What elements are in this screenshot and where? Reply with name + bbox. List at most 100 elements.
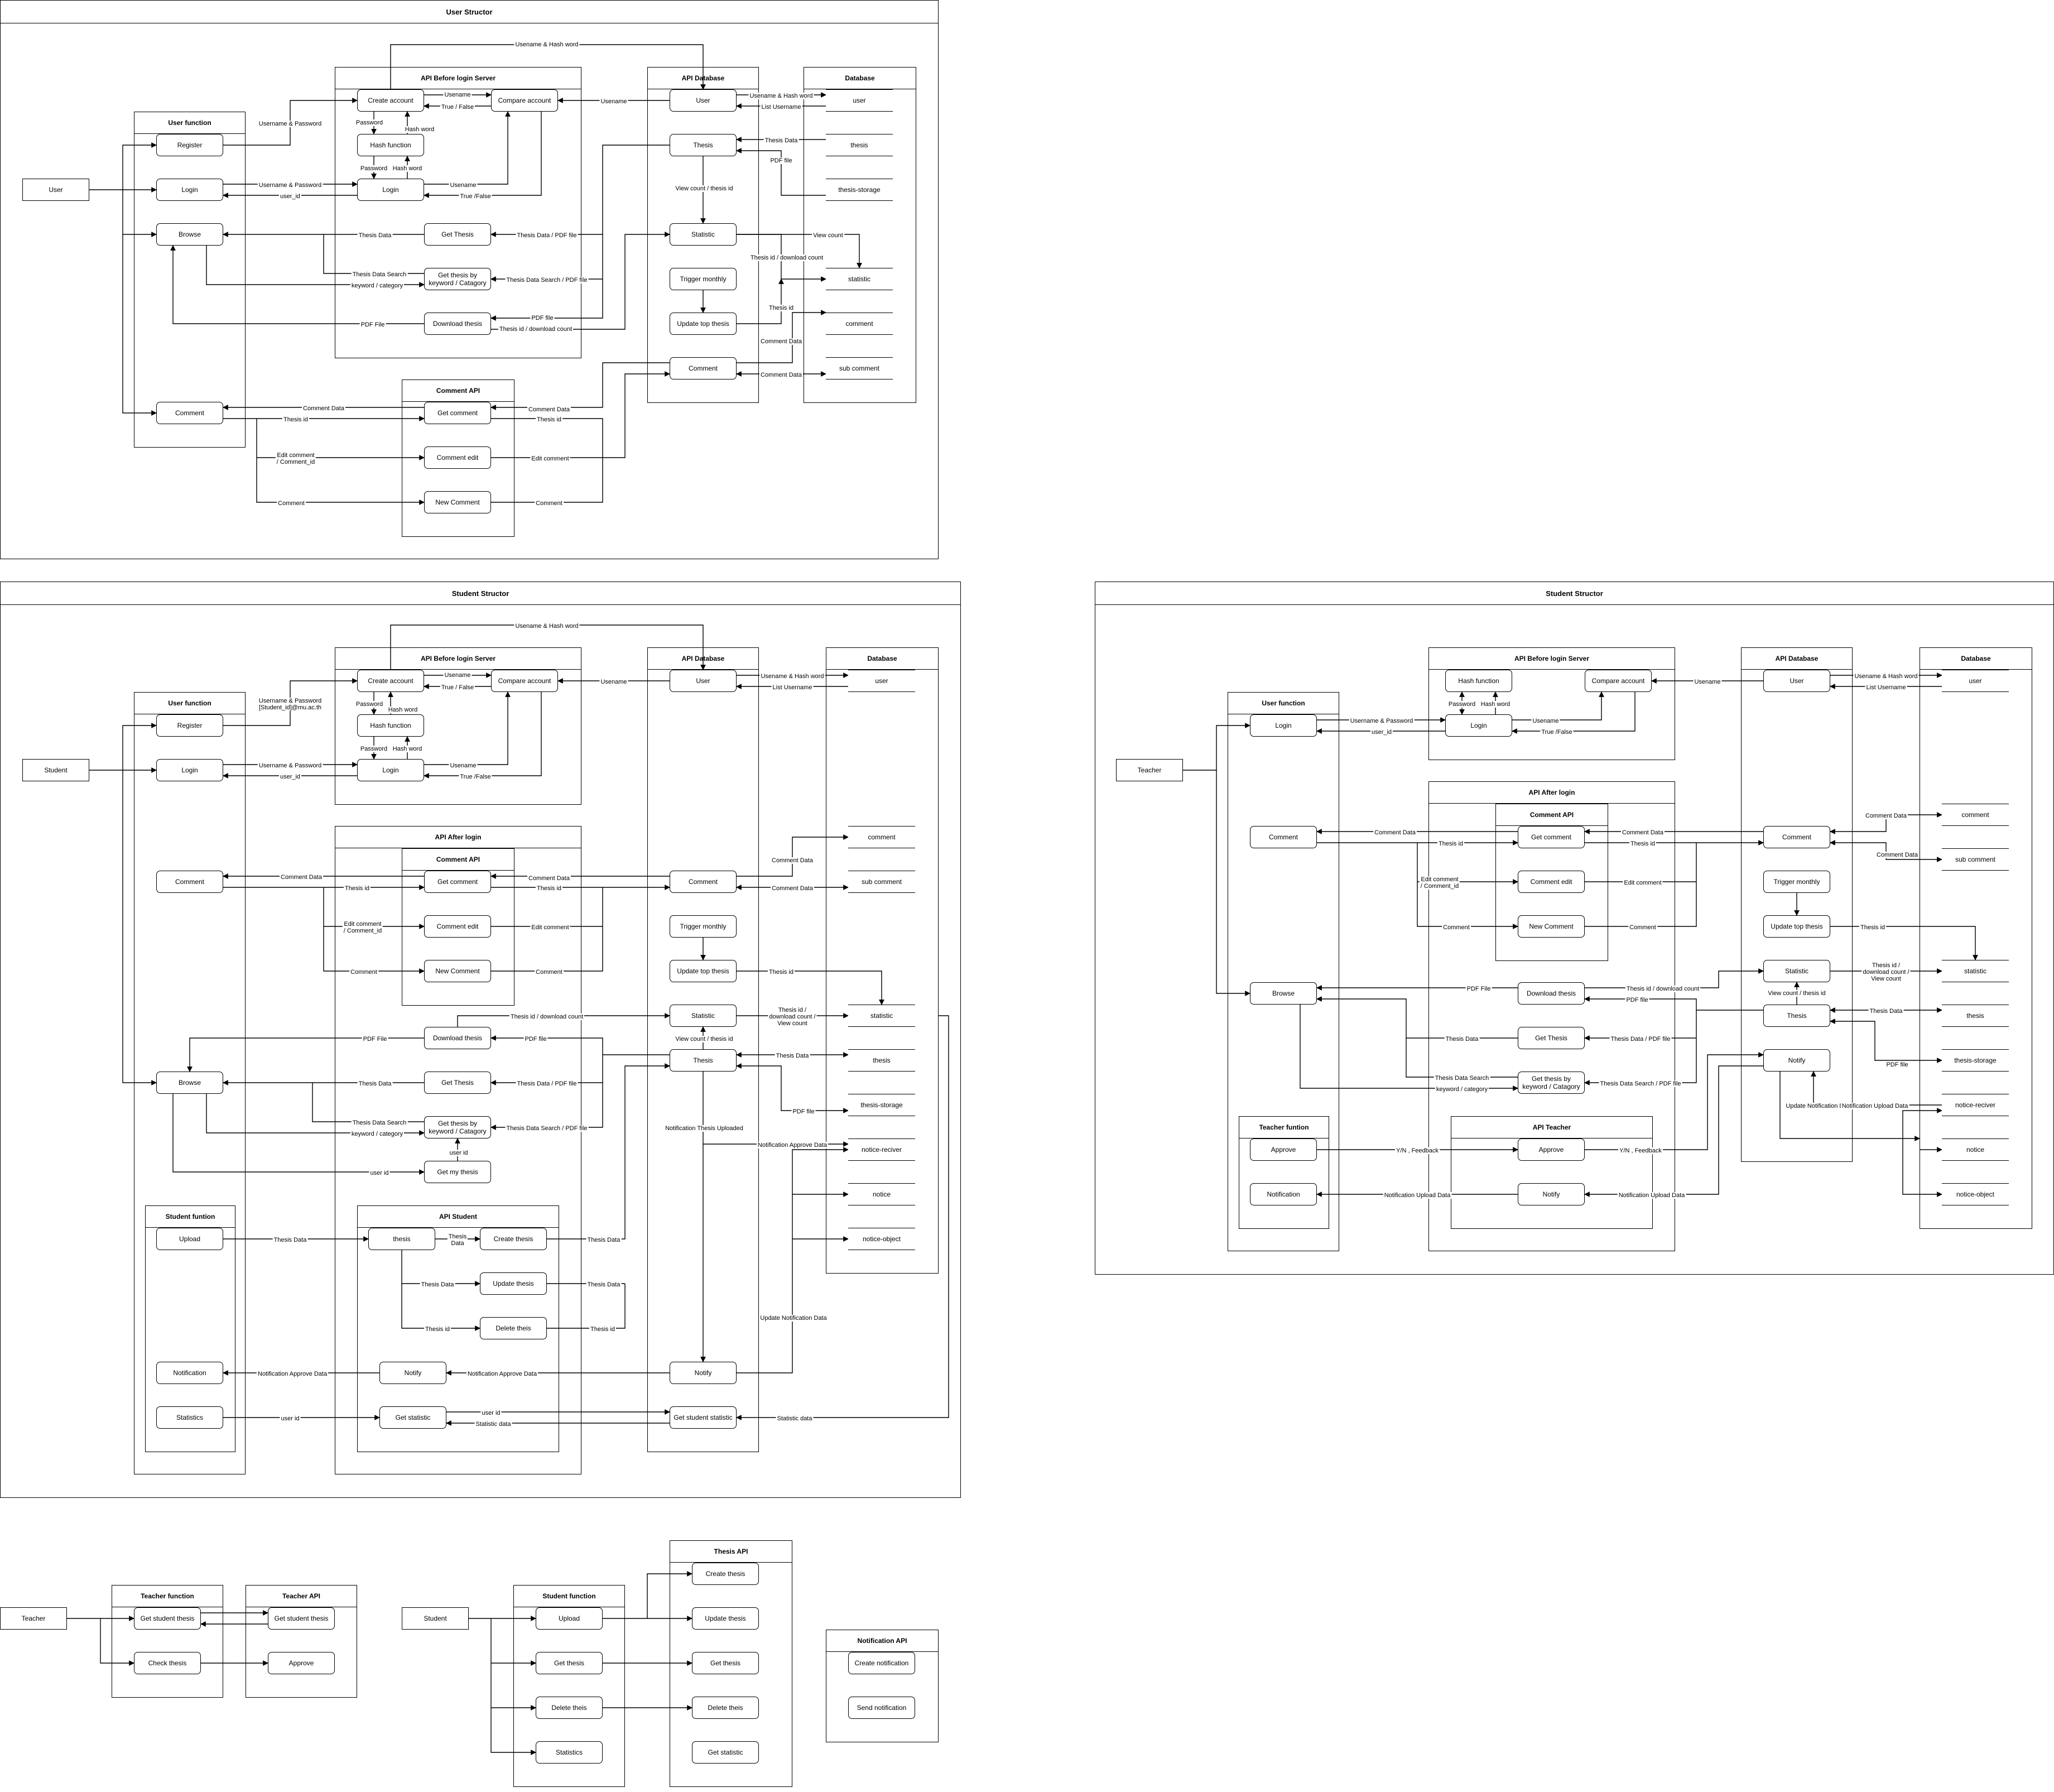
actor-user[interactable]: User	[22, 179, 89, 201]
comment-edit-button[interactable]: Comment edit	[424, 446, 491, 469]
actor-teacher[interactable]: Teacher	[1116, 759, 1183, 781]
t-get-thesis-by-keyword-button[interactable]: Get thesis by keyword / Catagory	[1518, 1072, 1585, 1094]
b-delete-theis-button[interactable]: Delete theis	[536, 1697, 603, 1719]
edge-label: Thesis Data Search / PDF file	[505, 277, 589, 284]
edge-label: user id	[369, 1170, 390, 1176]
s-notification-button[interactable]: Notification	[156, 1362, 223, 1384]
s-get-my-thesis-button[interactable]: Get my thesis	[424, 1161, 491, 1183]
s-db-comment-node[interactable]: Comment	[670, 871, 737, 893]
s-hash-function-box[interactable]: Hash function	[357, 714, 424, 737]
s-thesis-node[interactable]: thesis	[368, 1228, 435, 1250]
s-trigger-monthly-node[interactable]: Trigger monthly	[670, 915, 737, 938]
get-thesis-button[interactable]: Get Thesis	[424, 223, 491, 246]
t-compare-account-button[interactable]: Compare account	[1585, 670, 1652, 692]
s-get-thesis-by-keyword-button[interactable]: Get thesis by keyword / Catagory	[424, 1116, 491, 1138]
comment-button[interactable]: Comment	[156, 402, 223, 424]
t-trigger-monthly-node[interactable]: Trigger monthly	[1763, 871, 1830, 893]
t-get-thesis-button[interactable]: Get Thesis	[1518, 1027, 1585, 1049]
s-login-button[interactable]: Login	[156, 759, 223, 781]
s-browse-button[interactable]: Browse	[156, 1072, 223, 1094]
b-api-approve-button[interactable]: Approve	[268, 1652, 335, 1674]
t-statistic-node[interactable]: Statistic	[1763, 960, 1830, 982]
t-get-comment-button[interactable]: Get comment	[1518, 826, 1585, 848]
db-thesis-node[interactable]: Thesis	[670, 134, 737, 156]
db-comment-node[interactable]: Comment	[670, 357, 737, 379]
s-get-thesis-button[interactable]: Get Thesis	[424, 1072, 491, 1094]
s-comment-api-title: Comment API	[402, 849, 514, 871]
trigger-monthly-node[interactable]: Trigger monthly	[670, 268, 737, 290]
login-button[interactable]: Login	[156, 179, 223, 201]
b-api-get-thesis-button[interactable]: Get thesis	[692, 1652, 759, 1674]
update-top-thesis-node[interactable]: Update top thesis	[670, 313, 737, 335]
b-update-thesis-button[interactable]: Update thesis	[692, 1607, 759, 1630]
t-db-comment-node[interactable]: Comment	[1763, 826, 1830, 848]
register-button[interactable]: Register	[156, 134, 223, 156]
compare-account-button[interactable]: Compare account	[491, 89, 558, 112]
s-comment-button[interactable]: Comment	[156, 871, 223, 893]
s-db-notify-node[interactable]: Notify	[670, 1362, 737, 1384]
download-thesis-button[interactable]: Download thesis	[424, 313, 491, 335]
t-notification-button[interactable]: Notification	[1250, 1183, 1317, 1205]
b-create-notification-button[interactable]: Create notification	[848, 1652, 915, 1674]
b-statistics-button[interactable]: Statistics	[536, 1741, 603, 1764]
t-api-notify-button[interactable]: Notify	[1518, 1183, 1585, 1205]
hash-function-box[interactable]: Hash function	[357, 134, 424, 156]
t-db-thesis-node[interactable]: Thesis	[1763, 1005, 1830, 1027]
edge-label: Hash word	[403, 126, 436, 133]
t-new-comment-button[interactable]: New Comment	[1518, 915, 1585, 938]
b-get-thesis-button[interactable]: Get thesis	[536, 1652, 603, 1674]
s-update-top-thesis-node[interactable]: Update top thesis	[670, 960, 737, 982]
s-register-button[interactable]: Register	[156, 714, 223, 737]
s-create-account-button[interactable]: Create account	[357, 670, 424, 692]
browse-button[interactable]: Browse	[156, 223, 223, 246]
s-db-thesis-node[interactable]: Thesis	[670, 1049, 737, 1072]
b-get-statistic-button[interactable]: Get statistic	[692, 1741, 759, 1764]
t-comment-button[interactable]: Comment	[1250, 826, 1317, 848]
s-api-login-button[interactable]: Login	[357, 759, 424, 781]
s-upload-button[interactable]: Upload	[156, 1228, 223, 1250]
s-statistic-node[interactable]: Statistic	[670, 1005, 737, 1027]
b-create-thesis-button[interactable]: Create thesis	[692, 1563, 759, 1585]
b-api-delete-theis-button[interactable]: Delete theis	[692, 1697, 759, 1719]
s-new-comment-button[interactable]: New Comment	[424, 960, 491, 982]
s-compare-account-button[interactable]: Compare account	[491, 670, 558, 692]
s-get-student-statistic-node[interactable]: Get student statistic	[670, 1406, 737, 1429]
b-check-thesis-button[interactable]: Check thesis	[134, 1652, 201, 1674]
s-get-statistic-node[interactable]: Get statistic	[379, 1406, 446, 1429]
b-get-student-thesis-button[interactable]: Get student thesis	[134, 1607, 201, 1630]
t-approve-button[interactable]: Approve	[1250, 1138, 1317, 1161]
t-update-top-thesis-node[interactable]: Update top thesis	[1763, 915, 1830, 938]
b-actor-teacher[interactable]: Teacher	[0, 1607, 67, 1630]
t-db-notify-node[interactable]: Notify	[1763, 1049, 1830, 1072]
t-hash-function-box[interactable]: Hash function	[1445, 670, 1512, 692]
get-comment-button[interactable]: Get comment	[424, 402, 491, 424]
t-api-approve-button[interactable]: Approve	[1518, 1138, 1585, 1161]
actor-student[interactable]: Student	[22, 759, 89, 781]
b-upload-button[interactable]: Upload	[536, 1607, 603, 1630]
db-user-node[interactable]: User	[670, 89, 737, 112]
s-create-thesis-button[interactable]: Create thesis	[480, 1228, 547, 1250]
edge-label: Thesis Data	[586, 1237, 622, 1243]
t-browse-button[interactable]: Browse	[1250, 982, 1317, 1005]
s-comment-edit-button[interactable]: Comment edit	[424, 915, 491, 938]
s-delete-theis-button[interactable]: Delete theis	[480, 1317, 547, 1339]
statistic-node[interactable]: Statistic	[670, 223, 737, 246]
new-comment-button[interactable]: New Comment	[424, 491, 491, 513]
t-db-user-node[interactable]: User	[1763, 670, 1830, 692]
create-account-button[interactable]: Create account	[357, 89, 424, 112]
t-api-login-button[interactable]: Login	[1445, 714, 1512, 737]
b-actor-student[interactable]: Student	[402, 1607, 469, 1630]
s-statistics-button[interactable]: Statistics	[156, 1406, 223, 1429]
b-api-get-student-thesis-button[interactable]: Get student thesis	[268, 1607, 335, 1630]
s-notify-node[interactable]: Notify	[379, 1362, 446, 1384]
s-db-user-node[interactable]: User	[670, 670, 737, 692]
s-update-thesis-button[interactable]: Update thesis	[480, 1272, 547, 1295]
t-download-thesis-button[interactable]: Download thesis	[1518, 982, 1585, 1005]
t-login-button[interactable]: Login	[1250, 714, 1317, 737]
api-login-button[interactable]: Login	[357, 179, 424, 201]
s-get-comment-button[interactable]: Get comment	[424, 871, 491, 893]
get-thesis-by-keyword-button[interactable]: Get thesis by keyword / Catagory	[424, 268, 491, 290]
b-send-notification-button[interactable]: Send notification	[848, 1697, 915, 1719]
t-comment-edit-button[interactable]: Comment edit	[1518, 871, 1585, 893]
s-download-thesis-button[interactable]: Download thesis	[424, 1027, 491, 1049]
